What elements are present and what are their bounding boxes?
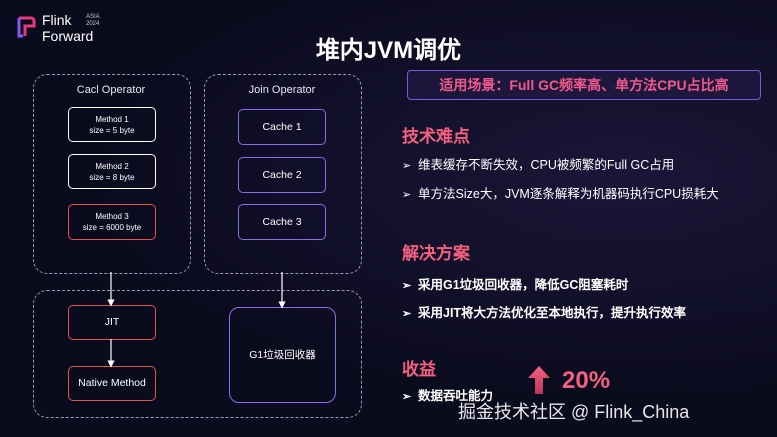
benefit-bullet-1: ➢数据吞吐能力 — [402, 389, 494, 403]
cache-3-box: Cache 3 — [238, 204, 326, 240]
difficulty-bullet-2: ➢单方法Size大，JVM逐条解释为机器码执行CPU损耗大 — [402, 187, 719, 201]
cacl-operator-label: Cacl Operator — [76, 84, 146, 96]
join-operator-box — [204, 74, 362, 274]
method-2-size: size = 8 byte — [89, 172, 135, 182]
scenario-tag: 适用场景：Full GC频率高、单方法CPU占比高 — [407, 70, 761, 100]
method-3-name: Method 3 — [95, 212, 129, 221]
solution-bullet-2: ➢采用JIT将大方法优化至本地执行，提升执行效率 — [402, 306, 687, 320]
difficulty-bullet-1: ➢维表缓存不断失效，CPU被频繁的Full GC占用 — [402, 158, 675, 172]
method-3-size: size = 6000 byte — [82, 223, 142, 232]
logo-tag: ASIA — [86, 14, 100, 20]
method-3-box: Method 3 size = 6000 byte — [68, 204, 156, 240]
logo-year: 2024 — [86, 21, 100, 27]
runtime-box — [33, 290, 362, 418]
bullet-arrow-icon: ➢ — [402, 308, 412, 320]
cacl-operator-box — [33, 74, 191, 274]
method-2-box: Method 2 size = 8 byte — [68, 154, 156, 189]
method-1-name: Method 1 — [95, 114, 129, 124]
method-1-size: size = 5 byte — [89, 125, 135, 135]
cache-2-box: Cache 2 — [238, 157, 326, 193]
benefit-gain-value: 20% — [562, 367, 611, 394]
solution-bullet-1: ➢采用G1垃圾回收器，降低GC阻塞耗时 — [402, 278, 629, 292]
logo-line2: Forward — [42, 28, 94, 44]
flink-forward-logo: Flink Forward ASIA 2024 — [16, 10, 116, 46]
cache-1-box: Cache 1 — [238, 109, 326, 145]
watermark: 掘金技术社区 @ Flink_China — [458, 402, 690, 422]
method-2-name: Method 2 — [95, 161, 129, 171]
logo-line1: Flink — [42, 12, 72, 28]
flink-logo-icon — [17, 16, 36, 38]
method-1-box: Method 1 size = 5 byte — [68, 107, 156, 142]
bullet-arrow-icon: ➢ — [402, 280, 412, 292]
slide-title: 堆内JVM调优 — [315, 37, 462, 64]
arrow-up-icon — [528, 366, 550, 394]
bullet-arrow-icon: ➢ — [402, 391, 412, 403]
difficulty-title: 技术难点 — [402, 127, 470, 146]
solution-title: 解决方案 — [402, 244, 470, 263]
bullet-arrow-icon: ➢ — [402, 160, 412, 172]
bullet-arrow-icon: ➢ — [402, 189, 412, 201]
benefit-title: 收益 — [402, 360, 436, 379]
join-operator-label: Join Operator — [248, 84, 316, 96]
